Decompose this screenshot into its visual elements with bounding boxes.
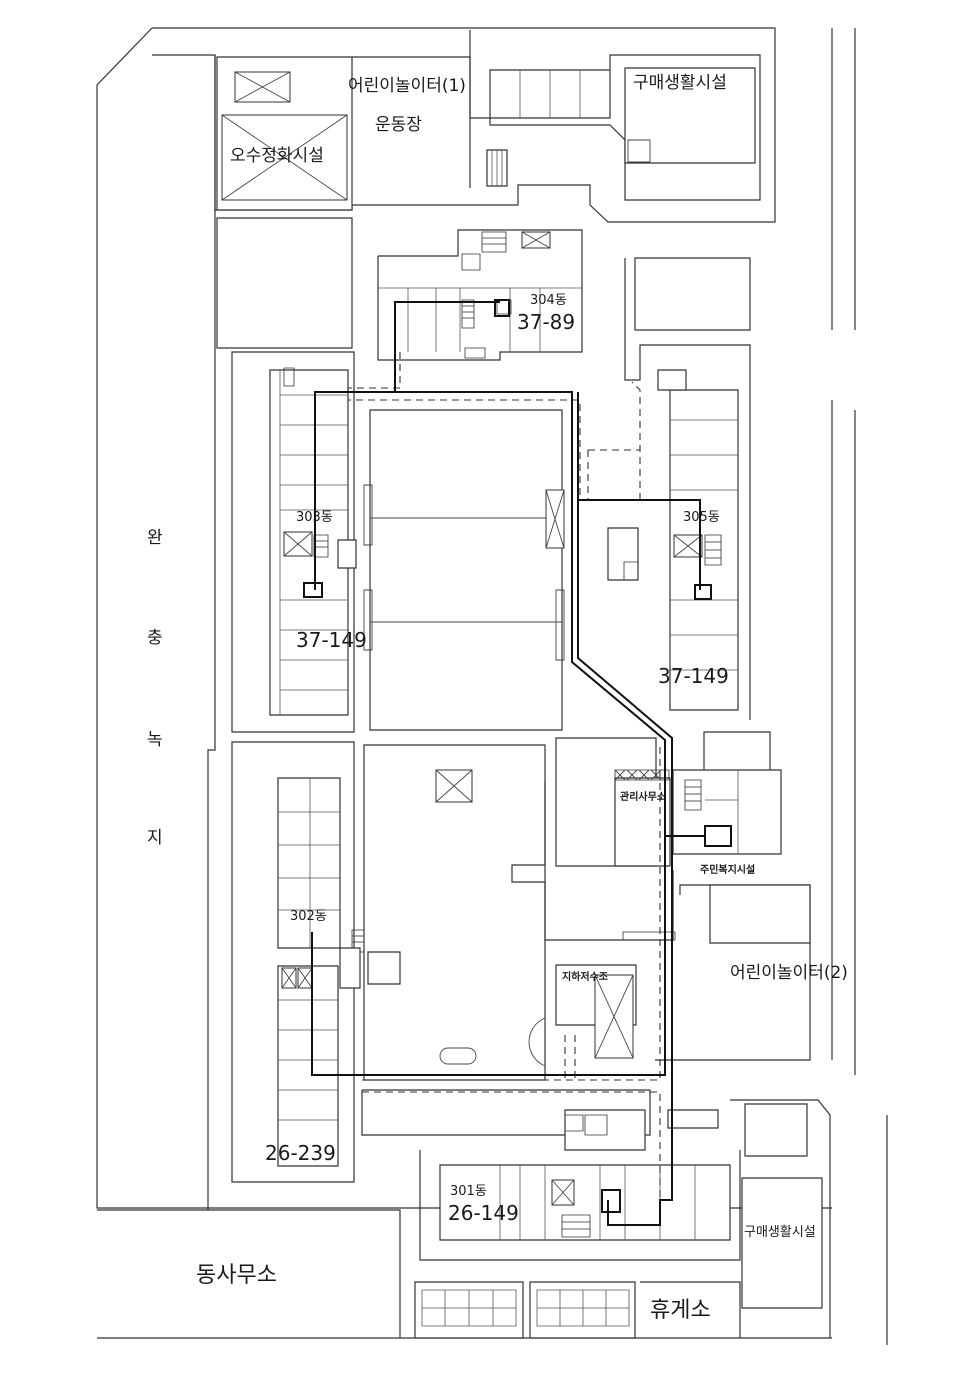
green-belt-char-1: 완 xyxy=(147,528,163,548)
bldg-305-number: 37-149 xyxy=(658,664,729,688)
bldg-303-number: 37-149 xyxy=(296,628,367,652)
rest-area-row-2 xyxy=(530,1282,635,1338)
playground-1-label: 어린이놀이터(1) xyxy=(348,76,466,96)
east-parking xyxy=(635,258,750,330)
bldg-303-label: 303동 xyxy=(296,510,333,525)
sewage-plant-label: 오수정화시설 xyxy=(230,146,324,166)
green-belt-char-4: 지 xyxy=(147,828,163,848)
dong-office-label: 동사무소 xyxy=(196,1263,277,1288)
bldg-302-label: 302동 xyxy=(290,909,327,924)
welfare-facility xyxy=(673,770,781,854)
shopping-top-label: 구매생활시설 xyxy=(633,73,727,93)
building-301 xyxy=(440,1165,730,1240)
management-office-label: 관리사무소 xyxy=(620,792,666,803)
building-302-north xyxy=(278,778,340,948)
west-inner-boundary xyxy=(208,55,215,1210)
sports-field-label: 운동장 xyxy=(375,115,422,135)
rest-area-label: 휴게소 xyxy=(650,1298,711,1323)
shopping-top-block xyxy=(625,68,755,163)
bldg-302-number: 26-239 xyxy=(265,1141,336,1165)
shopping-bottom-block xyxy=(742,1178,822,1308)
underground-tank-label: 지하저수조 xyxy=(562,972,608,983)
green-belt-char-3: 녹 xyxy=(147,730,163,750)
west-parking-north xyxy=(217,218,352,348)
playground-2-label: 어린이놀이터(2) xyxy=(730,963,848,983)
shopping-bottom-label: 구매생활시설 xyxy=(744,1225,816,1240)
resident-welfare-label: 주민복지시설 xyxy=(700,865,756,876)
bldg-304-number: 37-89 xyxy=(517,310,576,334)
bldg-305-label: 305동 xyxy=(683,510,720,525)
bldg-301-label: 301동 xyxy=(450,1184,487,1199)
dashed-utility-line xyxy=(348,352,640,500)
building-304 xyxy=(378,230,582,360)
management-stair-marks xyxy=(615,770,669,780)
green-belt-char-2: 충 xyxy=(147,628,163,648)
central-courtyard-north xyxy=(370,410,562,730)
building-302-south xyxy=(278,966,338,1166)
bldg-304-label: 304동 xyxy=(530,293,567,308)
bldg-301-number: 26-149 xyxy=(448,1201,519,1225)
